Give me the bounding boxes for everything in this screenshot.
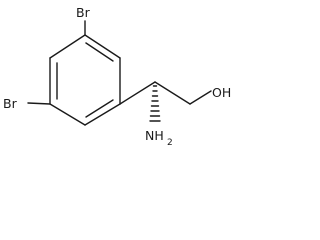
benzene-ring — [49, 34, 121, 126]
bond-c5-br — [27, 102, 51, 105]
amine-subscript-label: 2 — [167, 138, 173, 148]
hydroxyl-label: OH — [212, 85, 231, 100]
ring-bond-c6-c1 — [49, 34, 86, 59]
molecule-diagram: Br Br OH NH 2 — [3, 5, 231, 148]
ring-bond-c3-c4 — [84, 103, 121, 126]
ring-bond-c4-c5 — [49, 103, 86, 126]
bond-ch2-to-oh — [189, 90, 212, 105]
structure-canvas: Br Br OH NH 2 — [3, 5, 232, 148]
double-bond-inner-2 — [85, 99, 114, 118]
amine-label: NH — [145, 128, 164, 143]
bromine-top-label: Br — [76, 5, 91, 20]
bond-chiral-to-ch2 — [154, 81, 191, 105]
bromine-left-label: Br — [3, 96, 18, 111]
hashed-wedge-bond — [149, 85, 161, 122]
double-bond-inner-1 — [85, 42, 114, 62]
bond-ring-to-chiral-carbon — [119, 81, 156, 105]
ring-bond-c1-c2 — [84, 34, 121, 59]
